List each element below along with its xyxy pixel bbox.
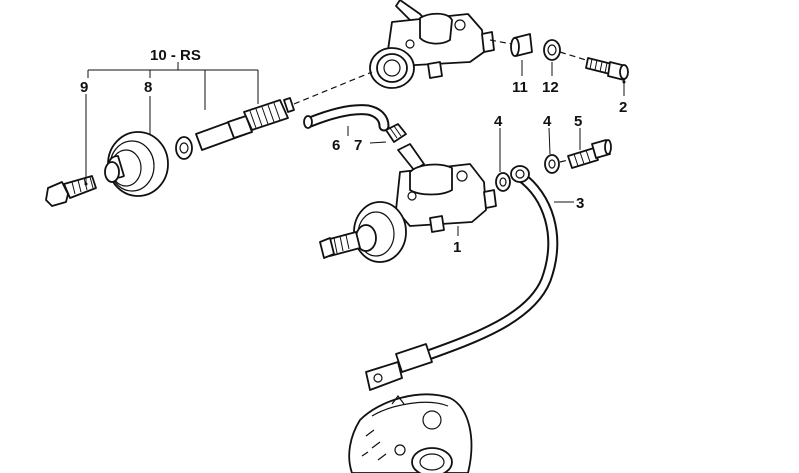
part-label-4-left: 4 [494, 113, 503, 130]
kit-label: 10 - RS [150, 47, 201, 64]
upper-cylinder [369, 0, 495, 89]
part-label-4-right: 4 [543, 113, 552, 130]
washer-4-left [495, 172, 511, 192]
part-label-8: 8 [144, 79, 152, 96]
bolt-2 [585, 57, 629, 81]
part-label-11: 11 [512, 79, 528, 96]
part-label-1: 1 [453, 239, 461, 256]
washer-12 [543, 39, 561, 61]
bolt-5 [567, 139, 612, 169]
leader-lines [85, 60, 625, 236]
hydraulic-hose-3 [365, 165, 559, 391]
kit-bracket [87, 62, 259, 110]
part-label-7: 7 [354, 137, 362, 154]
part-label-3: 3 [576, 195, 584, 212]
transmission-housing [348, 393, 473, 473]
part-label-9: 9 [80, 79, 88, 96]
piston-assembly [175, 97, 295, 160]
part-label-2: 2 [619, 99, 627, 116]
washer-4-right [544, 154, 560, 174]
part-label-12: 12 [542, 79, 559, 96]
fitting-7 [385, 123, 425, 171]
bolt-9 [45, 175, 97, 207]
bushing-11 [510, 33, 533, 57]
part-label-5: 5 [574, 113, 582, 130]
part-label-6: 6 [332, 137, 340, 154]
boot-8 [104, 131, 169, 197]
slave-cylinder-1 [319, 163, 497, 263]
reservoir-hose-6 [303, 104, 390, 132]
